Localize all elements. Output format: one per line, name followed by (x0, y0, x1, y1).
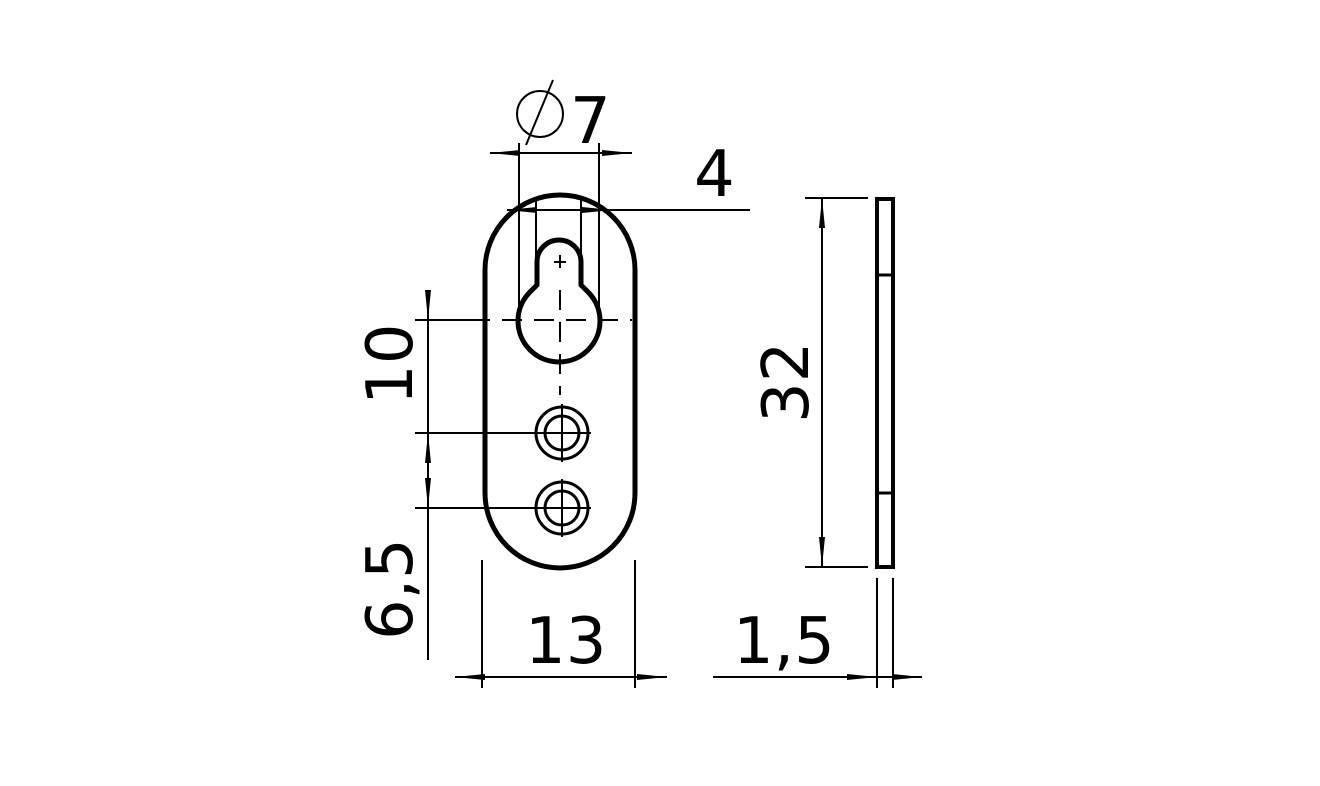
dimension-diameter: Ø7 7 (490, 79, 632, 322)
dimension-vertical-left: 10 6,5 (354, 290, 560, 660)
dimension-plate-thickness: 1,5 (713, 578, 922, 688)
dimension-label-slot-width: 4 (694, 138, 735, 212)
dimension-label-plate-width: 13 (525, 605, 606, 679)
diameter-symbol-icon (516, 79, 564, 146)
dimension-label-plate-thickness: 1,5 (733, 605, 835, 679)
dimension-slot-width: 4 (507, 138, 750, 262)
front-view (470, 192, 638, 571)
side-view (875, 197, 895, 569)
dimension-plate-length: 32 (750, 197, 868, 568)
plate-outline (482, 192, 638, 571)
dimension-label-bottom-offset: 6,5 (354, 538, 428, 640)
dimension-value-7: 7 (570, 85, 611, 159)
dimension-label-plate-length: 32 (750, 342, 824, 423)
dimension-label-hole-spacing: 10 (354, 324, 428, 405)
keyhole-slot (515, 237, 603, 365)
dimension-plate-width: 13 (455, 560, 667, 688)
